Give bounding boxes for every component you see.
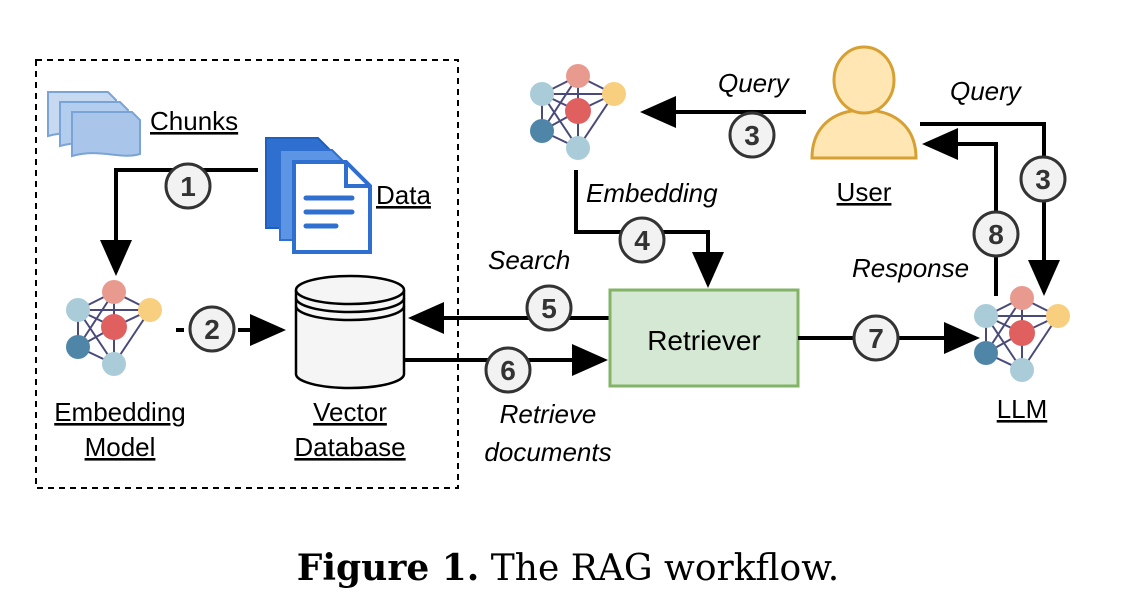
embedding-model-network-icon bbox=[65, 279, 163, 377]
vector-db-label-line1: Vector bbox=[313, 397, 387, 427]
step-5-badge: 5 bbox=[525, 284, 573, 332]
user-icon bbox=[810, 45, 918, 160]
chunks-label: Chunks bbox=[150, 106, 238, 136]
llm-network-icon bbox=[973, 285, 1071, 383]
step-2-badge: 2 bbox=[188, 305, 236, 353]
step-3-badge-left: 3 bbox=[728, 111, 776, 159]
llm-label: LLM bbox=[997, 394, 1048, 424]
database-icon bbox=[294, 274, 406, 390]
step-3-badge-right: 3 bbox=[1019, 155, 1067, 203]
embedding-model-label-line1: Embedding bbox=[54, 397, 186, 427]
embedding-model-label-line2: Model bbox=[85, 432, 156, 462]
document-icon bbox=[265, 137, 372, 254]
step-number: 7 bbox=[868, 323, 884, 354]
step-number: 2 bbox=[204, 314, 220, 345]
retrieve-label-line2: documents bbox=[484, 437, 611, 467]
figure-caption: Figure 1. The RAG workflow. bbox=[297, 547, 839, 589]
step-number: 1 bbox=[180, 171, 196, 202]
step-number: 8 bbox=[988, 219, 1004, 250]
step-6-badge: 6 bbox=[484, 346, 532, 394]
chunks-icon bbox=[47, 91, 141, 158]
step-number: 5 bbox=[541, 293, 557, 324]
svg-text:3: 3 bbox=[1035, 164, 1051, 195]
arrow-query-to-llm bbox=[920, 122, 1060, 296]
retrieve-label-line1: Retrieve bbox=[500, 399, 597, 429]
step-4-badge: 4 bbox=[618, 216, 666, 264]
query-embedding-network-icon bbox=[529, 63, 627, 161]
indexing-region bbox=[35, 59, 459, 489]
svg-text:3: 3 bbox=[744, 120, 760, 151]
response-label: Response bbox=[852, 253, 969, 283]
caption-text: The RAG workflow. bbox=[479, 548, 839, 589]
caption-prefix: Figure 1. bbox=[297, 547, 480, 589]
query-label-right: Query bbox=[950, 76, 1023, 106]
step-number: 6 bbox=[500, 355, 516, 386]
query-label-left: Query bbox=[718, 68, 791, 98]
step-7-badge: 7 bbox=[852, 314, 900, 362]
step-number: 4 bbox=[634, 225, 650, 256]
vector-db-label-line2: Database bbox=[294, 432, 405, 462]
user-label: User bbox=[837, 177, 892, 207]
step-1-badge: 1 bbox=[164, 162, 212, 210]
search-label: Search bbox=[488, 245, 570, 275]
step-8-badge: 8 bbox=[972, 210, 1020, 258]
data-label: Data bbox=[376, 180, 431, 210]
embedding-label: Embedding bbox=[586, 178, 718, 208]
arrow-chunk-to-embedding bbox=[100, 168, 258, 276]
retriever-label: Retriever bbox=[647, 325, 761, 356]
